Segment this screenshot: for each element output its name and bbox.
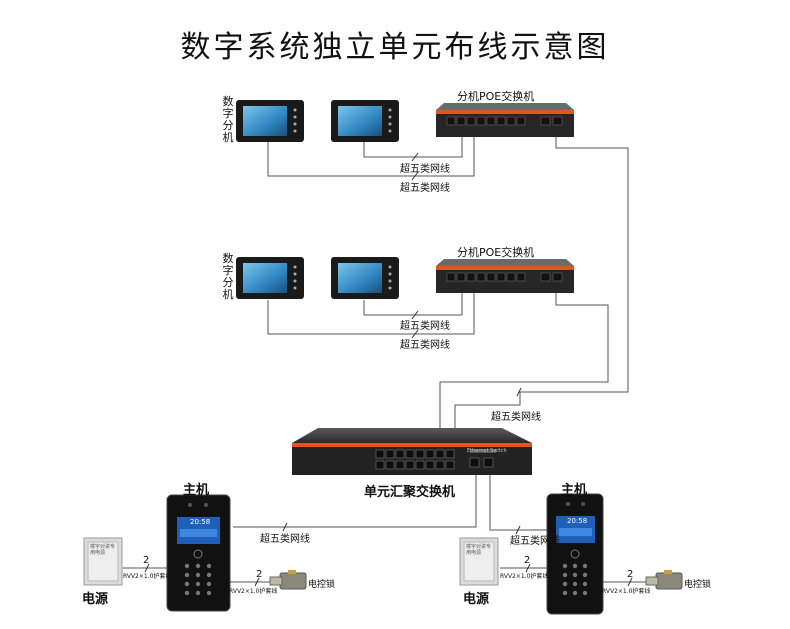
outdoor-station-label: 主机: [561, 483, 588, 498]
power-supply-label: 电源: [82, 592, 109, 607]
outdoor-station-label: 主机: [183, 483, 210, 498]
core-switch: [292, 428, 532, 475]
power-supply: [459, 537, 499, 586]
station-clock: 20:58: [190, 518, 211, 526]
poe-switch: [436, 259, 574, 293]
wire-spec: RVV2×1.0护套线: [602, 588, 651, 595]
wire-ticks: [144, 152, 633, 587]
wire-count: 2: [143, 555, 150, 566]
uplink-cable-label: 超五类网线: [491, 412, 541, 423]
wire-count: 2: [524, 555, 531, 566]
station-clock: 20:58: [567, 517, 588, 525]
poe-switch-label: 分机POE交换机: [457, 246, 535, 259]
poe-switch: [436, 103, 574, 137]
cable-label: 超五类网线: [400, 340, 450, 351]
switch-panel-label: Ethernet Switch: [467, 448, 507, 454]
electric-lock: [269, 570, 307, 590]
poe-switch-label: 分机POE交换机: [457, 90, 535, 103]
cable-label: 超五类网线: [400, 183, 450, 194]
wire-spec: RVV2×1.0护套线: [500, 573, 549, 580]
indoor-monitor: [331, 100, 399, 142]
lock-label: 电控锁: [684, 580, 712, 590]
wire-spec: RVV2×1.0护套线: [123, 573, 172, 580]
power-supply-label: 电源: [463, 592, 490, 607]
cable-label: 超五类网线: [400, 321, 450, 332]
indoor-group-label: 数字分机: [222, 252, 234, 301]
electric-lock: [645, 570, 683, 590]
network-wires: [123, 137, 655, 583]
outdoor-station: [166, 494, 231, 612]
lock-label: 电控锁: [308, 580, 336, 590]
indoor-monitor: [236, 257, 304, 299]
power-box-text: 楼宇对讲专用电源: [466, 544, 492, 556]
power-box-text: 楼宇对讲专用电源: [90, 544, 116, 556]
wire-spec: RVV2×1.0护套线: [229, 588, 278, 595]
indoor-monitor: [331, 257, 399, 299]
wire-count: 2: [256, 569, 263, 580]
diagram-title: 数字系统独立单元布线示意图: [180, 30, 610, 65]
power-supply: [83, 537, 123, 586]
indoor-monitor: [236, 100, 304, 142]
outdoor-station: [546, 493, 604, 615]
indoor-group-label: 数字分机: [222, 95, 234, 144]
cable-label: 超五类网线: [400, 164, 450, 175]
core-switch-label: 单元汇聚交换机: [364, 485, 456, 500]
cable-label: 超五类网线: [260, 534, 310, 545]
wire-count: 2: [627, 569, 634, 580]
cable-label: 超五类网线: [510, 536, 560, 547]
